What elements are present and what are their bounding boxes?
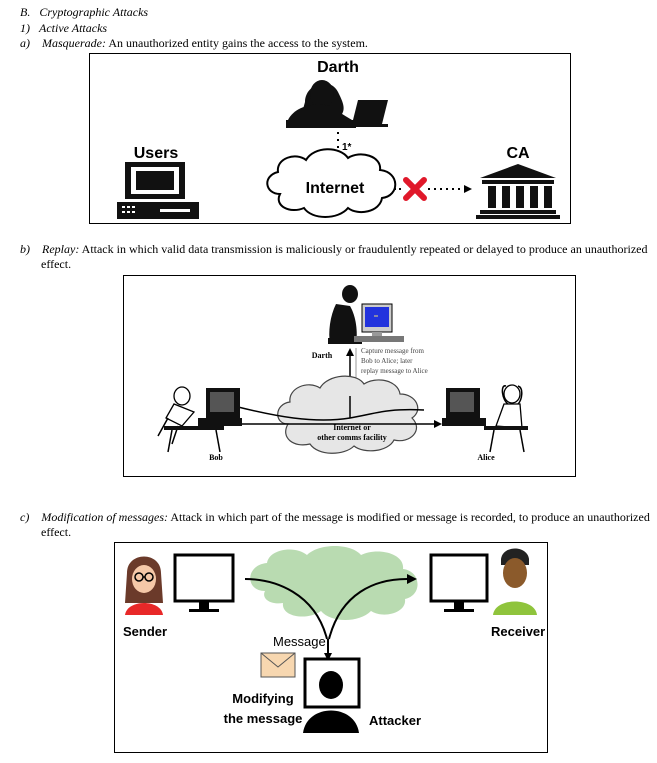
capture-note-line3: replay message to Alice xyxy=(361,367,428,375)
masquerade-figure: Darth 1* Users Intern xyxy=(89,53,571,224)
cloud-label-line1: Internet or xyxy=(333,423,371,432)
item-b-line: b) Replay: Attack in which valid data tra… xyxy=(20,243,647,256)
item-c-line: c) Modification of messages: Attack in wh… xyxy=(20,511,650,524)
ca-label: CA xyxy=(506,145,530,162)
item-b-marker: b) xyxy=(20,242,30,256)
modification-figure: Sender Receiver Message xyxy=(114,542,548,753)
receiver-avatar-icon xyxy=(493,548,537,615)
attacker-arrowhead-icon xyxy=(324,653,332,661)
receiver-arrowhead-icon xyxy=(407,574,417,584)
envelope-icon xyxy=(260,652,296,678)
step-label: 1* xyxy=(342,142,352,153)
attacker-silhouette-icon xyxy=(303,671,359,733)
replay-figure: Darth Capture message from Bob to Alice;… xyxy=(123,275,576,477)
modifying-label-line1: Modifying xyxy=(232,691,293,706)
bob-label: Bob xyxy=(209,453,223,462)
item-a-term: Masquerade: xyxy=(42,36,106,50)
cloud-label-line2: other comms facility xyxy=(317,433,387,442)
item-c-continuation: effect. xyxy=(41,525,72,539)
sender-avatar-icon xyxy=(125,556,163,615)
item-b-text: Attack in which valid data transmission … xyxy=(79,242,648,256)
internet-cloud-icon xyxy=(277,375,419,454)
attacker-monitor-icon xyxy=(303,657,361,709)
receiver-monitor-icon xyxy=(429,553,489,612)
users-label: Users xyxy=(134,145,179,162)
capture-note-line2: Bob to Alice; later xyxy=(361,357,413,365)
bob-person-icon xyxy=(157,386,224,453)
item-a-text: An unauthorized entity gains the access … xyxy=(105,36,368,50)
item-b-term: Replay: xyxy=(42,242,80,256)
alice-person-icon xyxy=(484,384,528,453)
sender-label: Sender xyxy=(123,624,167,639)
bank-building-icon xyxy=(476,164,560,219)
bob-computer-icon xyxy=(198,388,242,426)
capture-arrowhead-icon xyxy=(346,348,354,356)
section-heading: B. Cryptographic Attacks xyxy=(20,5,149,19)
sender-monitor-icon xyxy=(173,553,235,612)
darth-label: Darth xyxy=(312,351,333,360)
item-a-line: a) Masquerade: An unauthorized entity gai… xyxy=(20,37,368,50)
attacker-label: Attacker xyxy=(369,713,421,728)
darth-person-icon xyxy=(328,285,404,344)
darth-monitor-icon xyxy=(361,303,393,336)
network-cloud-icon xyxy=(250,546,418,620)
receiver-arrow xyxy=(328,578,408,640)
internet-label: Internet xyxy=(306,180,365,197)
replay-flow-line xyxy=(233,405,425,421)
receiver-label: Receiver xyxy=(491,624,545,639)
darth-label: Darth xyxy=(317,59,359,76)
internet-cloud-icon xyxy=(266,148,397,218)
section-subheading: 1) Active Attacks xyxy=(20,21,108,35)
item-c-term: Modification of messages: xyxy=(41,510,168,524)
sender-arrow xyxy=(244,578,328,640)
item-c-text: Attack in which part of the message is m… xyxy=(167,510,650,524)
capture-note-line1: Capture message from xyxy=(361,347,425,355)
computer-icon xyxy=(117,162,199,219)
modifying-label-line2: the message xyxy=(224,711,303,726)
alice-arrowhead-icon xyxy=(434,420,442,428)
alice-computer-icon xyxy=(442,388,486,426)
item-b-continuation: effect. xyxy=(41,257,72,271)
hacker-icon xyxy=(286,80,388,128)
arrowhead-icon xyxy=(464,185,472,193)
message-label: Message xyxy=(273,634,326,649)
blocked-x-icon xyxy=(403,177,427,201)
item-a-marker: a) xyxy=(20,36,30,50)
item-c-marker: c) xyxy=(20,510,30,524)
alice-label: Alice xyxy=(477,453,495,462)
